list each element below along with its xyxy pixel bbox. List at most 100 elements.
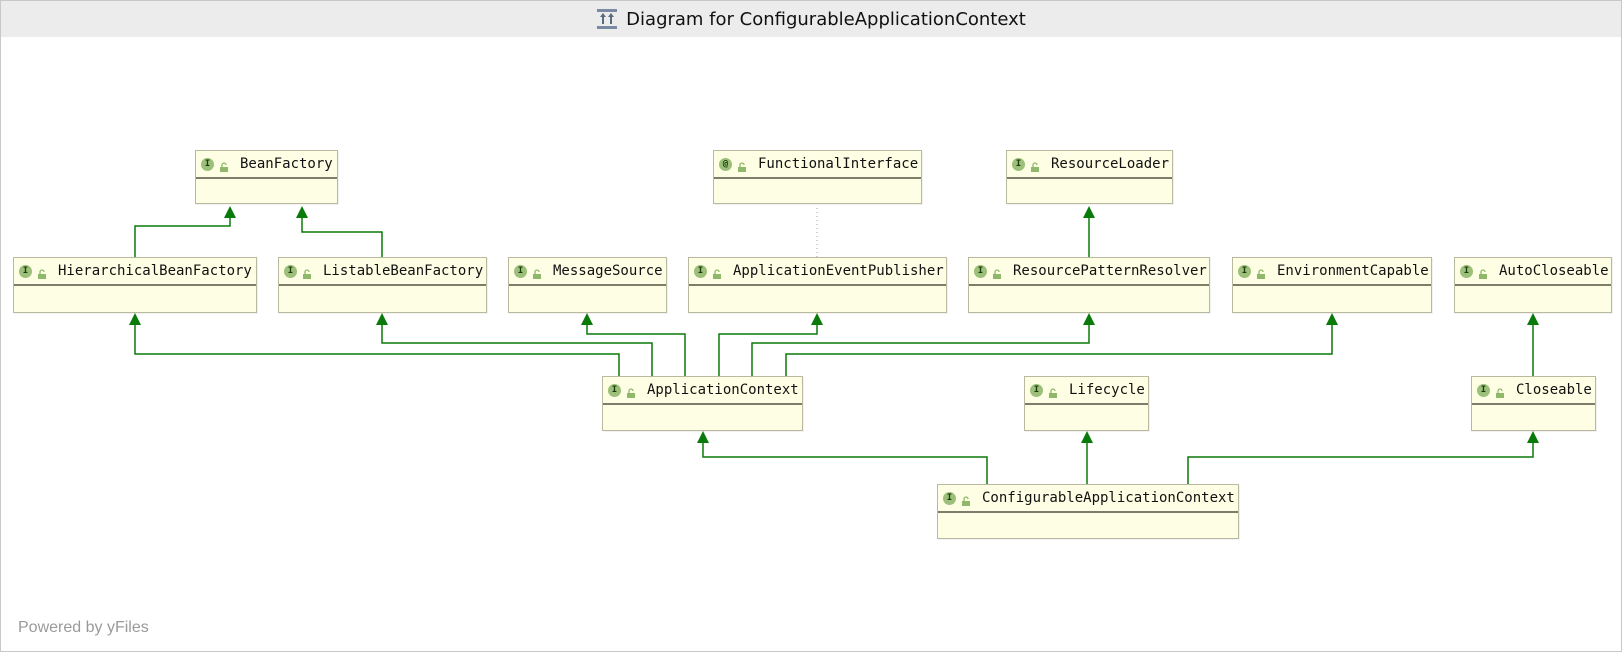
node-autocloseable[interactable]: I AutoCloseable: [1454, 257, 1612, 313]
node-messagesource[interactable]: I MessageSource: [508, 257, 667, 313]
node-header: I ResourceLoader: [1007, 151, 1172, 179]
edge-appcontext-to-resourcepattern: [751, 321, 1090, 376]
node-resourceloader[interactable]: I ResourceLoader: [1006, 150, 1173, 204]
arrowhead: [1326, 313, 1338, 325]
lock-icon: [991, 265, 1003, 279]
node-header: I ResourcePatternResolver: [969, 258, 1209, 286]
lock-icon: [625, 384, 637, 398]
node-header: I EnvironmentCapable: [1233, 258, 1431, 286]
node-label: ResourcePatternResolver: [1013, 263, 1207, 279]
arrowhead: [1083, 206, 1095, 218]
lock-icon: [711, 265, 723, 279]
interface-icon: I: [284, 264, 297, 278]
node-header: I ListableBeanFactory: [279, 258, 486, 286]
node-header: I ApplicationEventPublisher: [689, 258, 946, 286]
arrowhead: [1527, 431, 1539, 443]
node-listablebeanfactory[interactable]: I ListableBeanFactory: [278, 257, 487, 313]
node-label: ResourceLoader: [1051, 156, 1170, 172]
powered-by-label: Powered by yFiles: [18, 619, 149, 636]
node-header: @ FunctionalInterface: [714, 151, 921, 179]
arrowhead: [1083, 313, 1095, 325]
lock-icon: [1477, 265, 1489, 279]
edge-appcontext-to-messagesource: [586, 321, 686, 376]
interface-icon: I: [608, 383, 621, 397]
edge-appcontext-to-listable: [381, 321, 653, 376]
edge-appcontext-to-hierarchical: [134, 321, 620, 376]
interface-icon: I: [19, 264, 32, 278]
lock-icon: [218, 158, 230, 172]
title-bar: Diagram for ConfigurableApplicationConte…: [1, 1, 1621, 37]
node-label: ConfigurableApplicationContext: [982, 490, 1235, 506]
edge-configurable-to-appcontext: [702, 439, 988, 484]
annotation-icon: @: [719, 157, 732, 171]
node-header: I ApplicationContext: [603, 377, 802, 405]
interface-icon: I: [201, 157, 214, 171]
node-label: MessageSource: [553, 263, 663, 279]
edge-hierarchical-to-beanfactory: [134, 214, 231, 257]
arrowhead: [697, 431, 709, 443]
node-functionalinterface[interactable]: @ FunctionalInterface: [713, 150, 922, 204]
interface-icon: I: [1477, 383, 1490, 397]
lock-icon: [1047, 384, 1059, 398]
edge-listable-to-beanfactory: [301, 214, 383, 257]
interface-icon: I: [514, 264, 527, 278]
node-header: I ConfigurableApplicationContext: [938, 485, 1238, 513]
interface-icon: I: [974, 264, 987, 278]
diagram-icon: [596, 8, 618, 30]
lock-icon: [1029, 158, 1041, 172]
lock-icon: [301, 265, 313, 279]
node-header: I Closeable: [1472, 377, 1595, 405]
lock-icon: [960, 492, 972, 506]
arrowhead: [581, 313, 593, 325]
node-label: Closeable: [1516, 382, 1592, 398]
node-applicationeventpublisher[interactable]: I ApplicationEventPublisher: [688, 257, 947, 313]
node-label: BeanFactory: [240, 156, 333, 172]
arrowhead: [224, 206, 236, 218]
arrowhead: [1527, 313, 1539, 325]
node-configurableapplicationcontext[interactable]: I ConfigurableApplicationContext: [937, 484, 1239, 539]
arrowhead: [1081, 431, 1093, 443]
node-label: Lifecycle: [1069, 382, 1145, 398]
node-label: FunctionalInterface: [758, 156, 919, 172]
node-header: I BeanFactory: [196, 151, 337, 179]
edge-configurable-to-closeable: [1187, 439, 1534, 484]
arrowhead: [129, 313, 141, 325]
node-hierarchicalbeanfactory[interactable]: I HierarchicalBeanFactory: [13, 257, 257, 313]
arrowhead: [811, 313, 823, 325]
edge-appcontext-to-environment: [785, 321, 1333, 376]
lock-icon: [36, 265, 48, 279]
lock-icon: [531, 265, 543, 279]
node-label: ApplicationContext: [647, 382, 799, 398]
lock-icon: [1494, 384, 1506, 398]
node-label: AutoCloseable: [1499, 263, 1609, 279]
node-environmentcapable[interactable]: I EnvironmentCapable: [1232, 257, 1432, 313]
edge-appcontext-to-publisher: [718, 321, 818, 376]
diagram-canvas[interactable]: I BeanFactory @ FunctionalInterface I Re…: [1, 37, 1621, 651]
node-header: I MessageSource: [509, 258, 666, 286]
node-header: I AutoCloseable: [1455, 258, 1611, 286]
interface-icon: I: [1012, 157, 1025, 171]
interface-icon: I: [694, 264, 707, 278]
node-label: ApplicationEventPublisher: [733, 263, 944, 279]
node-header: I HierarchicalBeanFactory: [14, 258, 256, 286]
interface-icon: I: [943, 491, 956, 505]
interface-icon: I: [1460, 264, 1473, 278]
node-beanfactory[interactable]: I BeanFactory: [195, 150, 338, 204]
node-lifecycle[interactable]: I Lifecycle: [1024, 376, 1149, 431]
node-label: HierarchicalBeanFactory: [58, 263, 252, 279]
interface-icon: I: [1238, 264, 1251, 278]
interface-icon: I: [1030, 383, 1043, 397]
arrowhead: [376, 313, 388, 325]
node-label: ListableBeanFactory: [323, 263, 484, 279]
node-header: I Lifecycle: [1025, 377, 1148, 405]
lock-icon: [736, 158, 748, 172]
node-closeable[interactable]: I Closeable: [1471, 376, 1596, 431]
node-label: EnvironmentCapable: [1277, 263, 1429, 279]
window-title: Diagram for ConfigurableApplicationConte…: [626, 8, 1026, 30]
lock-icon: [1255, 265, 1267, 279]
arrowhead: [296, 206, 308, 218]
node-applicationcontext[interactable]: I ApplicationContext: [602, 376, 803, 431]
node-resourcepatternresolver[interactable]: I ResourcePatternResolver: [968, 257, 1210, 313]
